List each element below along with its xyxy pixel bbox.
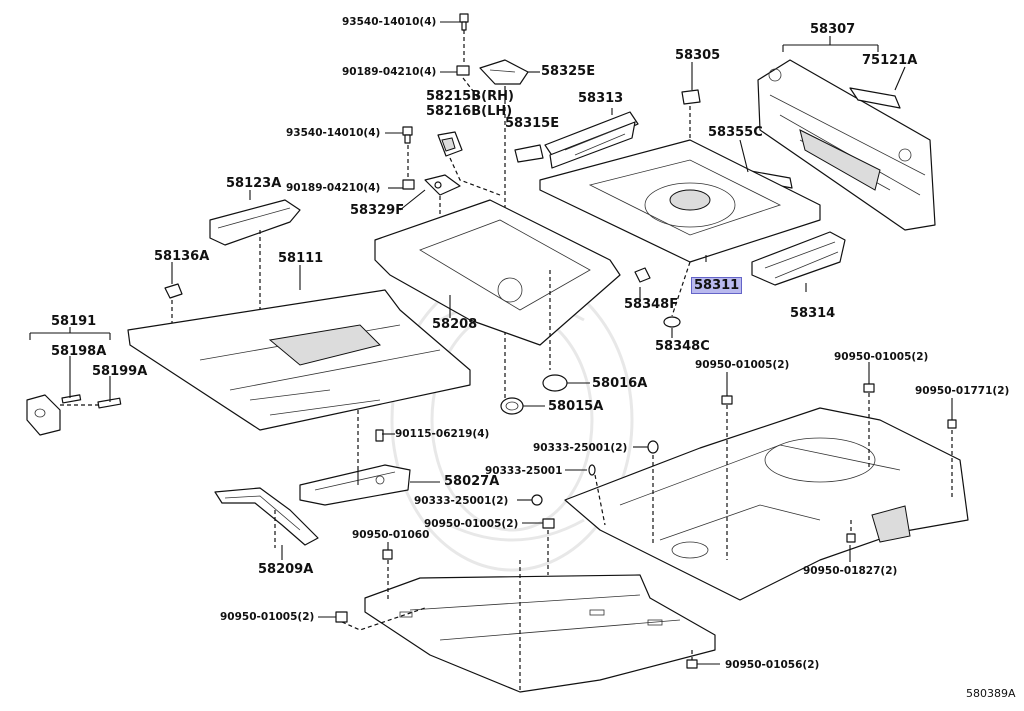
clip-90950-01056	[686, 659, 698, 669]
bolt-93540-top	[459, 13, 469, 31]
label-90950-01060: 90950-01060	[352, 529, 430, 541]
bracket-58329F	[424, 174, 461, 196]
plug-90333-b	[588, 464, 596, 476]
label-58123A: 58123A	[226, 176, 282, 191]
label-58016A: 58016A	[592, 376, 648, 391]
label-90189-04210-top: 90189-04210(4)	[342, 66, 437, 78]
label-58315E: 58315E	[505, 116, 560, 131]
plug-58348C	[663, 316, 681, 328]
clip-90950-01005-a	[721, 395, 733, 405]
label-58325E: 58325E	[541, 64, 596, 79]
label-58313: 58313	[578, 91, 624, 106]
label-90333-25001-c: 90333-25001(2)	[414, 495, 509, 507]
clip-90950-01005-b	[863, 383, 875, 393]
crossmember-58027A	[299, 464, 411, 506]
label-58198A: 58198A	[51, 344, 107, 359]
label-58199A: 58199A	[92, 364, 148, 379]
label-58348C: 58348C	[655, 339, 710, 354]
label-58307: 58307	[810, 22, 856, 37]
label-58136A: 58136A	[154, 249, 210, 264]
label-90950-01005-c: 90950-01005(2)	[424, 518, 519, 530]
label-90189-04210-mid: 90189-04210(4)	[286, 182, 381, 194]
bolt-58199A	[97, 397, 122, 409]
label-58216B: 58216B(LH)	[426, 104, 513, 119]
clip-90950-01060	[382, 549, 393, 560]
plug-58136A	[164, 283, 183, 299]
bracket-58215B	[437, 131, 463, 157]
bracket-58325E	[479, 59, 529, 85]
brace-58209A	[214, 487, 319, 546]
plug-90333-a	[647, 440, 659, 454]
bolt-93540-mid	[402, 126, 413, 144]
rear-panel-58307	[757, 59, 936, 231]
plug-58348F	[634, 267, 651, 283]
crossmember-58314	[751, 231, 846, 286]
clip-90950-01827	[846, 533, 856, 543]
nut-90189-top	[456, 65, 470, 76]
label-58015A: 58015A	[548, 399, 604, 414]
center-floor-58208	[374, 199, 621, 346]
label-90333-25001-b: 90333-25001	[485, 465, 563, 477]
label-58329F: 58329F	[350, 203, 405, 218]
label-90950-01771: 90950-01771(2)	[915, 385, 1010, 397]
bolt-90115	[375, 429, 384, 442]
floor-silencer	[364, 574, 716, 693]
diagram-code: 580389A	[966, 687, 1016, 700]
label-58348F: 58348F	[624, 297, 679, 312]
label-58191: 58191	[51, 314, 97, 329]
plug-58015A	[500, 397, 524, 415]
label-58355C: 58355C	[708, 125, 763, 140]
bracket-58123A	[209, 199, 301, 246]
rear-floor-pan-58311	[539, 139, 821, 263]
label-75121A: 75121A	[862, 53, 918, 68]
label-90950-01056: 90950-01056(2)	[725, 659, 820, 671]
label-90950-01827: 90950-01827(2)	[803, 565, 898, 577]
bracket-58315E	[514, 144, 544, 163]
label-58027A: 58027A	[444, 474, 500, 489]
label-90115-06219: 90115-06219(4)	[395, 428, 490, 440]
label-58215B: 58215B(RH)	[426, 89, 514, 104]
label-90950-01005-a: 90950-01005(2)	[695, 359, 790, 371]
front-floor-pan-58111	[127, 289, 471, 431]
label-58311-highlighted[interactable]: 58311	[691, 277, 743, 294]
label-90950-01005-d: 90950-01005(2)	[220, 611, 315, 623]
label-58111: 58111	[278, 251, 324, 266]
clip-90950-01005-d	[335, 611, 348, 623]
leader-lines	[69, 21, 953, 665]
rear-floor-lower	[564, 407, 969, 601]
bracket-58305	[681, 89, 701, 105]
label-58305: 58305	[675, 48, 721, 63]
label-58208: 58208	[432, 317, 478, 332]
brace-58313	[544, 111, 639, 169]
label-93540-14010-top: 93540-14010(4)	[342, 16, 437, 28]
bracket-58191	[26, 394, 61, 436]
nut-90189-mid	[402, 179, 415, 190]
label-58314: 58314	[790, 306, 836, 321]
reinforcement-75121A	[849, 87, 901, 109]
clip-90950-01005-c	[542, 518, 555, 529]
plug-58016A	[542, 374, 568, 392]
label-90950-01005-b: 90950-01005(2)	[834, 351, 929, 363]
label-93540-14010-mid: 93540-14010(4)	[286, 127, 381, 139]
bolt-58198A	[61, 394, 82, 404]
plug-90333-c	[531, 494, 543, 506]
label-90333-25001-a: 90333-25001(2)	[533, 442, 628, 454]
label-58209A: 58209A	[258, 562, 314, 577]
clip-90950-01771	[947, 419, 957, 429]
